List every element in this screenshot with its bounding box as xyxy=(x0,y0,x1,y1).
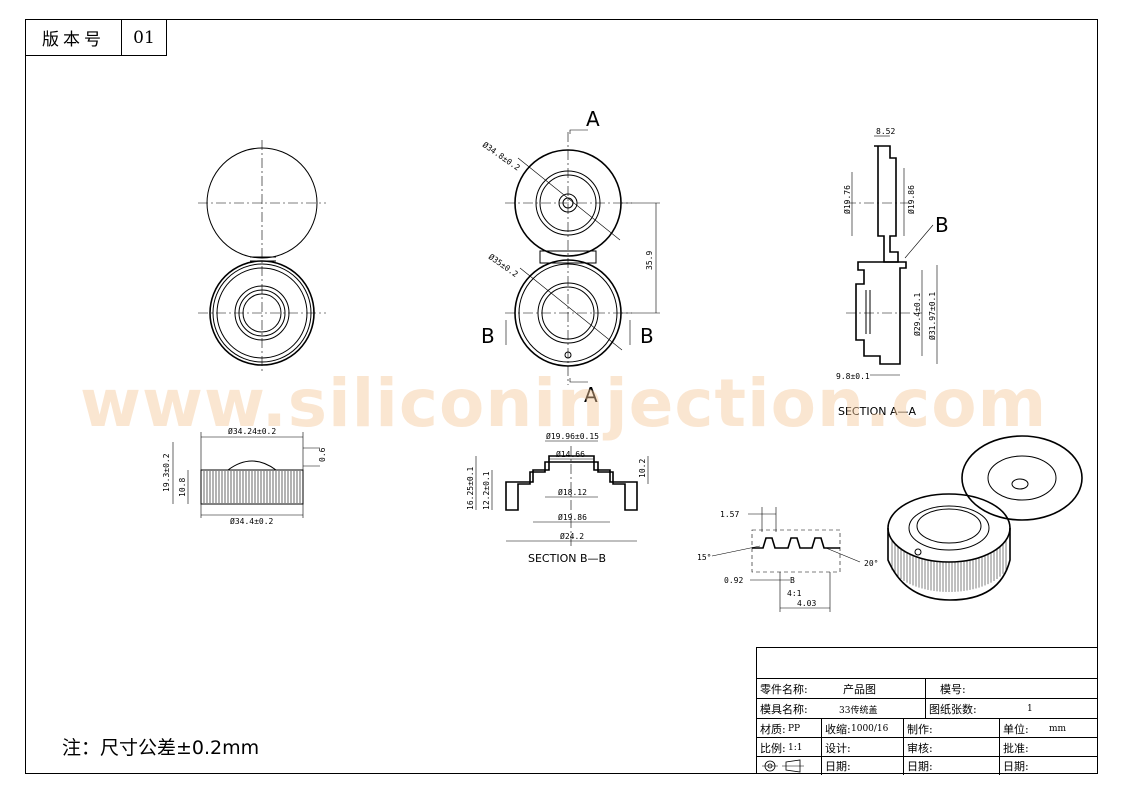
dim-bb-d1: Ø19.96±0.15 xyxy=(546,431,599,441)
section-a-bottom: A xyxy=(584,383,598,407)
shrink-label: 收缩: xyxy=(821,719,851,738)
sheets: 1 xyxy=(1027,704,1033,714)
revision-label: 版本号 xyxy=(26,20,122,55)
mold-name-label: 模具名称: xyxy=(760,703,808,716)
dim-det-t: 0.92 xyxy=(724,576,743,585)
dim-det-l: 4.03 xyxy=(797,599,816,608)
revision-box: 版本号 01 xyxy=(25,19,167,56)
section-bb-view: Ø19.96±0.15 Ø14.66 Ø18.12 Ø19.86 Ø24.2 1… xyxy=(466,431,649,565)
dim-bb-d4: Ø19.86 xyxy=(558,512,587,522)
isometric-view xyxy=(887,435,1083,601)
dim-aa-d4: Ø31.97±0.1 xyxy=(927,292,937,340)
dim-bb-h2: 12.2±0.1 xyxy=(482,471,491,510)
detail-b-label: B xyxy=(935,213,949,237)
dim-front-w1: Ø34.24±0.2 xyxy=(228,426,276,436)
dim-det-a2: 20° xyxy=(864,559,878,568)
shrink: 1000/16 xyxy=(851,723,889,734)
made-label: 制作: xyxy=(903,719,999,738)
mold-name: 33传统盖 xyxy=(839,705,878,716)
scale-label: 比例: xyxy=(760,741,786,755)
material: PP xyxy=(788,723,801,734)
detail-scale: 4:1 xyxy=(787,589,802,598)
review-label: 审核: xyxy=(903,738,999,757)
dim-aa-h: 9.8±0.1 xyxy=(836,372,870,381)
dim-bb-h3: 10.2 xyxy=(638,459,647,478)
projection-icon xyxy=(762,759,804,773)
section-a-top: A xyxy=(586,107,600,131)
dim-aa-d1: Ø19.76 xyxy=(842,185,852,214)
date-label-2: 日期: xyxy=(903,757,999,775)
dim-det-w: 1.57 xyxy=(720,510,739,519)
dim-front-w2: Ø34.4±0.2 xyxy=(230,516,274,526)
detail-b-view: 1.57 15° 20° 0.92 B 4:1 4.03 xyxy=(697,507,878,612)
watermark: www.siliconinjection.com xyxy=(80,365,1047,442)
section-aa-title: SECTION A—A xyxy=(838,405,916,418)
top-view-left xyxy=(198,140,326,372)
drawing-frame xyxy=(25,19,1098,774)
scale: 1:1 xyxy=(788,742,803,753)
part-name-label: 零件名称: xyxy=(760,683,808,696)
section-b-left: B xyxy=(481,324,495,348)
dim-det-a1: 15° xyxy=(697,553,711,562)
front-view: Ø34.24±0.2 Ø34.4±0.2 19.3±0.2 10.8 0.6 xyxy=(162,426,327,526)
dim-bb-d2: Ø14.66 xyxy=(556,449,585,459)
projection-symbol xyxy=(757,757,821,775)
revision-value: 01 xyxy=(133,27,155,48)
dim-front-h2: 10.8 xyxy=(178,478,187,497)
material-label: 材质: xyxy=(760,722,786,736)
date-label-3: 日期: xyxy=(999,757,1099,775)
tolerance-note: 注：尺寸公差±0.2mm xyxy=(62,737,260,759)
dim-bb-d3: Ø18.12 xyxy=(558,487,587,497)
dim-bb-d5: Ø24.2 xyxy=(560,531,584,541)
dim-front-t: 0.6 xyxy=(318,447,327,462)
mold-no-label: 模号: xyxy=(925,679,1099,699)
section-bb-title: SECTION B—B xyxy=(528,552,606,565)
unit: mm xyxy=(1049,723,1067,734)
date-label-1: 日期: xyxy=(821,757,903,775)
approve-label: 批准: xyxy=(999,738,1099,757)
unit-label: 单位: xyxy=(999,719,1029,738)
sheets-label: 图纸张数: xyxy=(925,699,1015,719)
section-aa-view: 8.52 Ø19.76 Ø19.86 B Ø29.4±0.1 Ø31.97±0.… xyxy=(836,127,949,418)
section-b-right: B xyxy=(640,324,654,348)
dim-top-len: 35.9 xyxy=(645,251,654,270)
title-block: 零件名称: 产品图 模号: 模具名称: 33传统盖 图纸张数: 1 材质: PP… xyxy=(756,647,1099,775)
dim-aa-d3: Ø29.4±0.1 xyxy=(912,292,922,336)
dim-aa-d2: Ø19.86 xyxy=(906,185,916,214)
dim-bb-h1: 16.25±0.1 xyxy=(466,466,475,510)
design-label: 设计: xyxy=(821,738,903,757)
dim-front-h1: 19.3±0.2 xyxy=(162,453,171,492)
dim-aa-t: 8.52 xyxy=(876,127,895,136)
detail-b-name: B xyxy=(790,576,795,585)
part-name: 产品图 xyxy=(843,683,876,696)
